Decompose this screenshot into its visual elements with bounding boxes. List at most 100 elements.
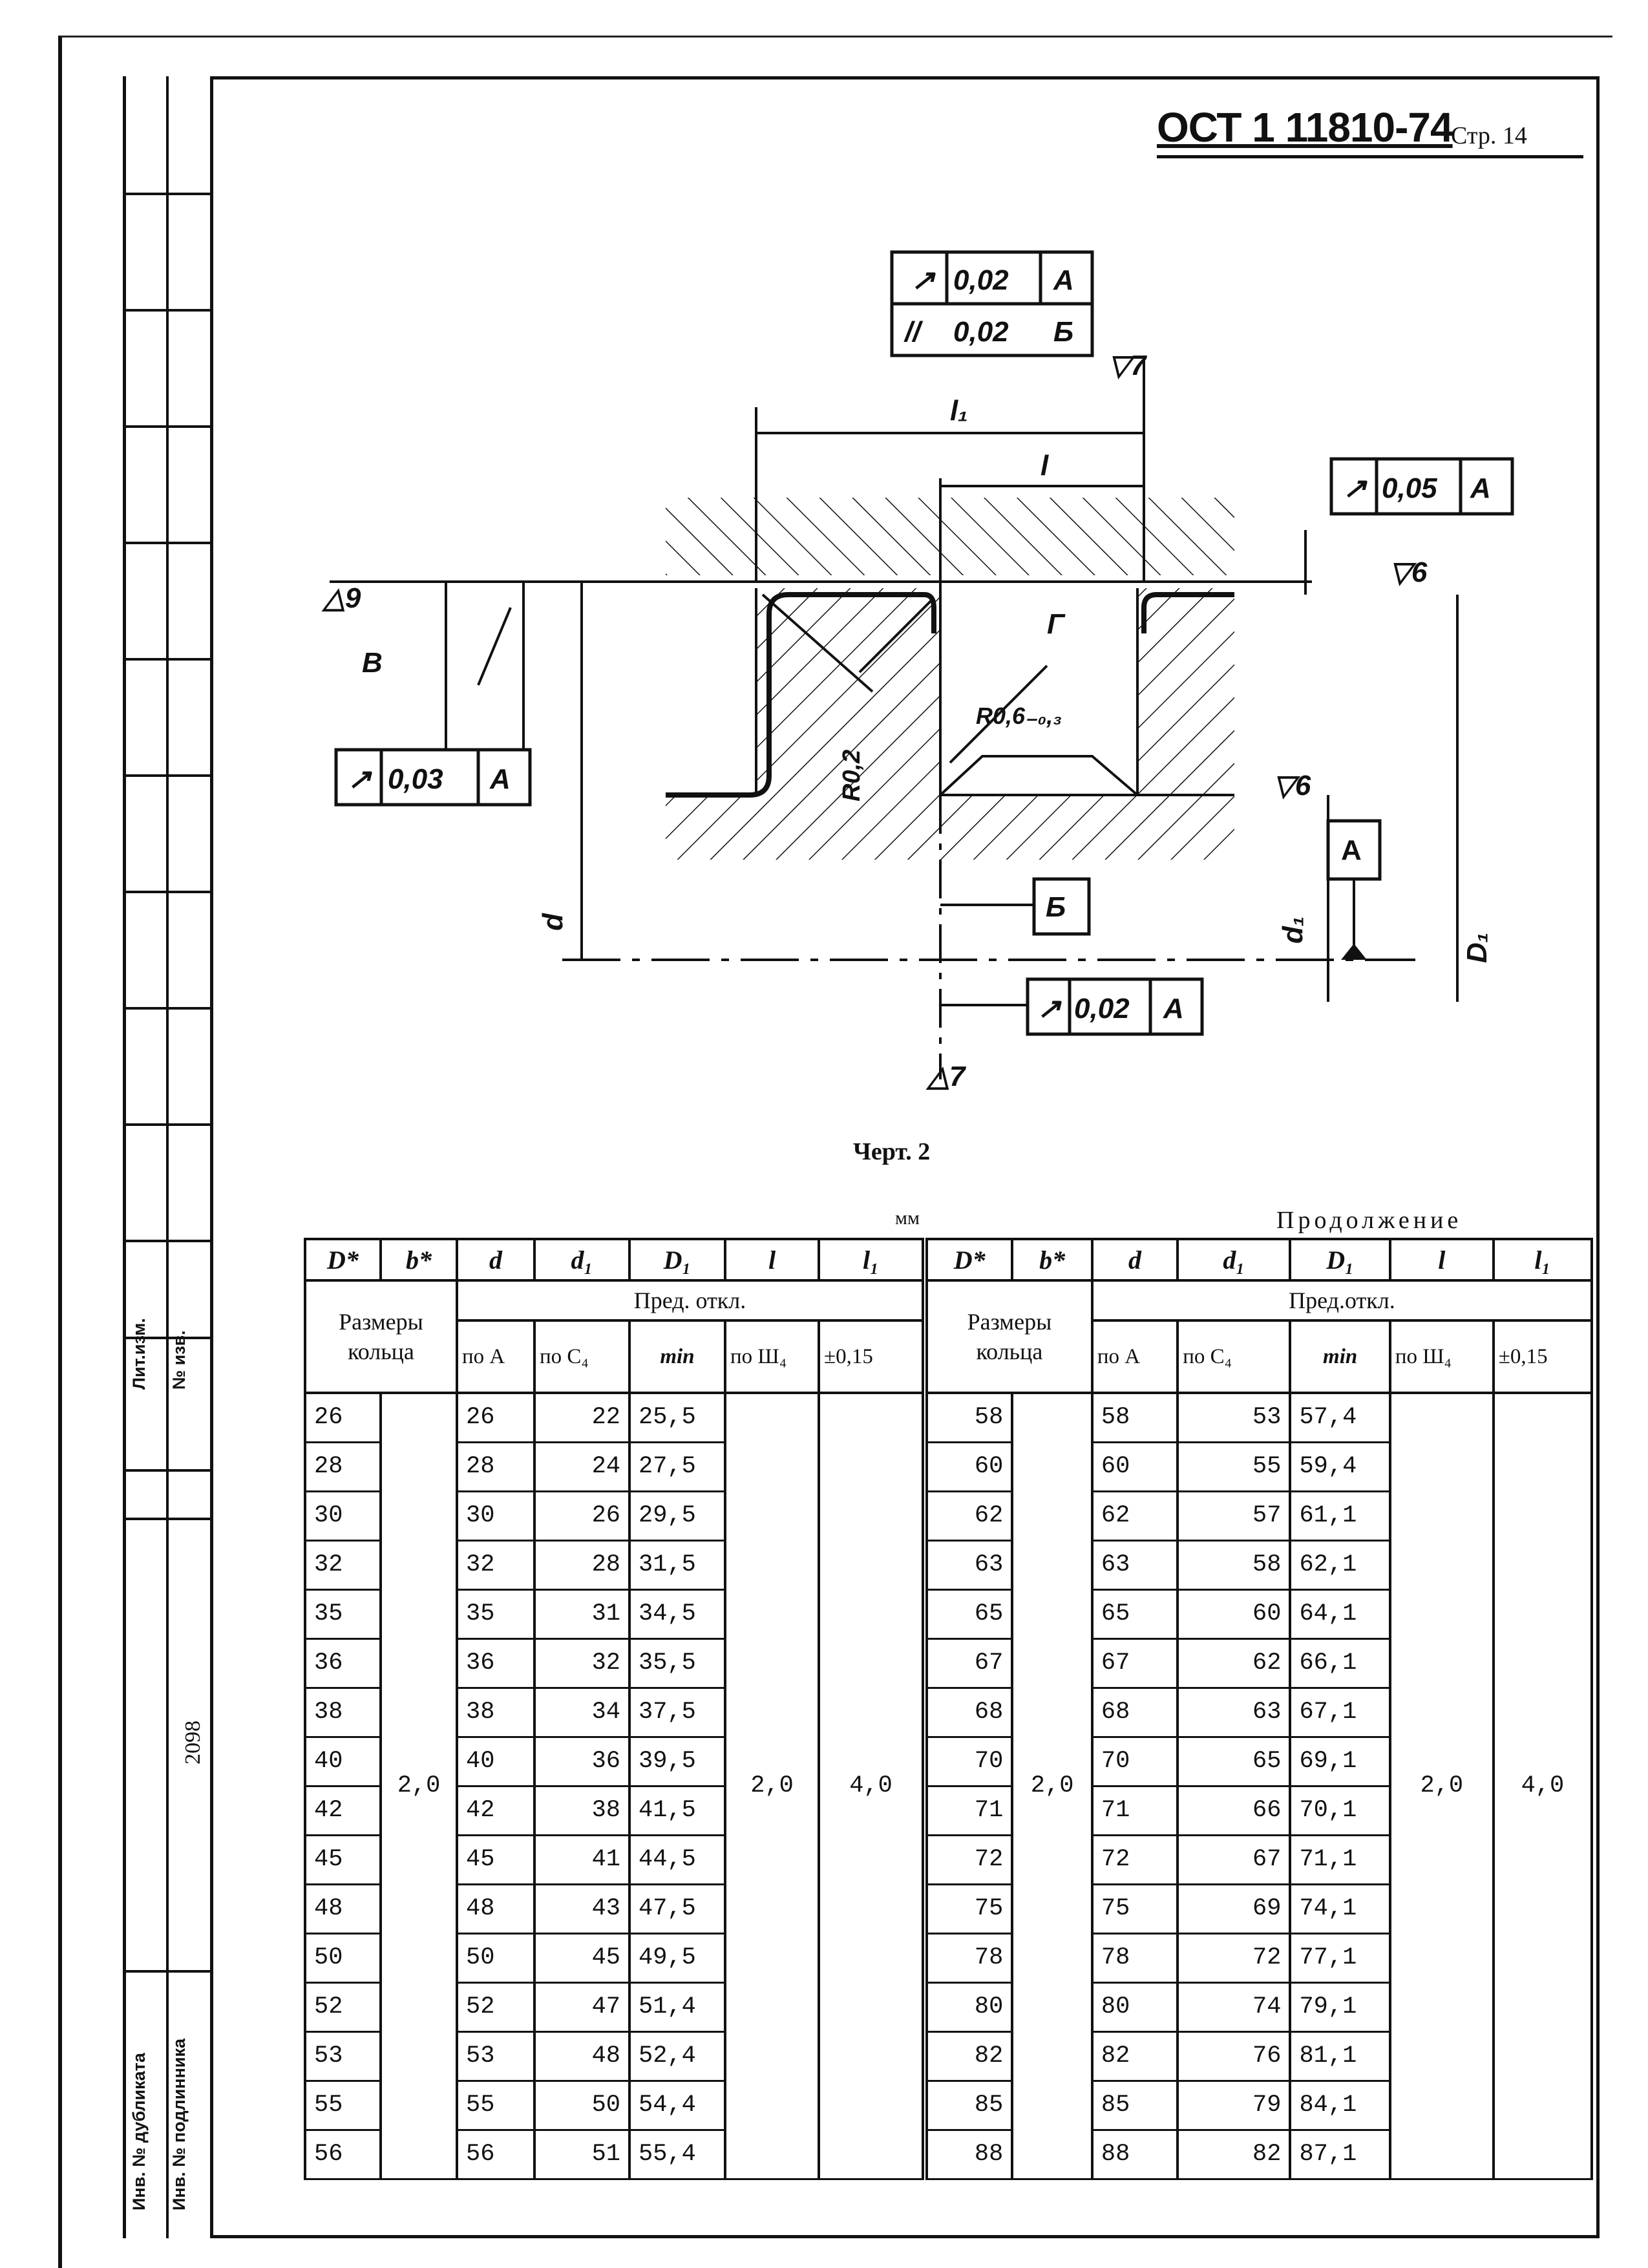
page-number: Стр. 14 [1451,122,1527,149]
frame-left-value: 0,03 [388,763,443,795]
sub-header-by-c4: по С₄ [1176,1319,1292,1394]
cell-d1: 82 [1176,2128,1292,2180]
cell-d1: 36 [533,1735,631,1787]
cell-D1: 47,5 [628,1883,726,1934]
cell-d: 52 [456,1981,536,2033]
cell-d1: 48 [533,2030,631,2082]
cell-d1: 67 [1176,1834,1292,1885]
cell-D: 80 [925,1981,1014,2033]
cell-D: 35 [304,1588,382,1640]
ring-sizes-label: Размеры кольца [925,1279,1093,1394]
frame-right-base: А [1470,472,1491,504]
label-d1: d₁ [1277,917,1309,944]
cell-D1: 39,5 [628,1735,726,1787]
frame-top-2-symbol: // [903,316,924,348]
cell-D: 45 [304,1834,382,1885]
cell-d: 78 [1090,1932,1179,1984]
cell-D1: 49,5 [628,1932,726,1984]
cell-D: 58 [925,1392,1014,1443]
cell-d1: 38 [533,1785,631,1836]
cell-d: 70 [1090,1735,1179,1787]
cell-D: 63 [925,1539,1014,1591]
col-header-l1: l₁ [818,1238,924,1282]
cell-D: 88 [925,2128,1014,2180]
cell-d: 58 [1090,1392,1179,1443]
cell-D1: 31,5 [628,1539,726,1591]
cell-d1: 66 [1176,1785,1292,1836]
cell-D: 52 [304,1981,382,2033]
cell-D: 30 [304,1490,382,1542]
frame-top-1-value: 0,02 [953,264,1009,296]
ring-profile-right [1141,592,1234,633]
cell-d: 72 [1090,1834,1179,1885]
col-header-d1: d₁ [533,1238,631,1282]
cell-D1: 35,5 [628,1637,726,1689]
cell-D: 50 [304,1932,382,1984]
cell-d1: 69 [1176,1883,1292,1934]
cell-D1: 69,1 [1289,1735,1391,1787]
cell-d1: 26 [533,1490,631,1542]
label-g: Г [1047,608,1066,640]
inventory-number: 2098 [181,1721,205,1765]
frame-top-1-base: А [1053,264,1074,296]
cell-D1: 70,1 [1289,1785,1391,1836]
datum-a-box: А [1341,834,1362,866]
cell-d: 62 [1090,1490,1179,1542]
cell-D: 26 [304,1392,382,1443]
label-r02: R0,2 [838,750,865,801]
cell-D1: 81,1 [1289,2030,1391,2082]
cell-d: 56 [456,2128,536,2180]
frame-right-value: 0,05 [1382,472,1437,504]
cell-D: 48 [304,1883,382,1934]
cell-d: 50 [456,1932,536,1984]
document-code: ОСТ 1 11810-74 [1157,104,1453,151]
sub-header-by-a: по А [456,1319,536,1394]
frame-top-2-base: Б [1053,316,1073,348]
col-header-d1: d₁ [1176,1238,1292,1282]
cell-d1: 58 [1176,1539,1292,1591]
cell-d1: 43 [533,1883,631,1934]
cell-D1: 27,5 [628,1441,726,1492]
cell-D1: 79,1 [1289,1981,1391,2033]
limit-deviation-label: Пред. откл. [456,1279,924,1322]
cell-D1: 37,5 [628,1686,726,1738]
cell-D1: 54,4 [628,2079,726,2131]
side-stamp-strip [123,76,213,2238]
sub-header-tolerance: ±0,15 [818,1319,924,1394]
leader-line [949,664,1048,764]
col-header-D: D* [925,1238,1014,1282]
sub-header-by-c4: по С₄ [533,1319,631,1394]
col-header-l1: l₁ [1492,1238,1594,1282]
frame-left-symbol: ↗ [348,763,372,795]
col-header-D1: D₁ [628,1238,726,1282]
frame-bottom-value: 0,02 [1074,993,1130,1024]
cell-l: 2,0 [1388,1392,1495,2180]
cell-D1: 55,4 [628,2128,726,2180]
duplicate-no-label: Инв. № дубликата [129,2053,149,2210]
cell-d: 67 [1090,1637,1179,1689]
control-frame-cell [890,250,1094,306]
cell-d: 42 [456,1785,536,1836]
frame-right-symbol: ↗ [1343,472,1368,504]
cell-D1: 62,1 [1289,1539,1391,1591]
control-frame-cell [1329,457,1514,516]
cell-d: 32 [456,1539,536,1591]
